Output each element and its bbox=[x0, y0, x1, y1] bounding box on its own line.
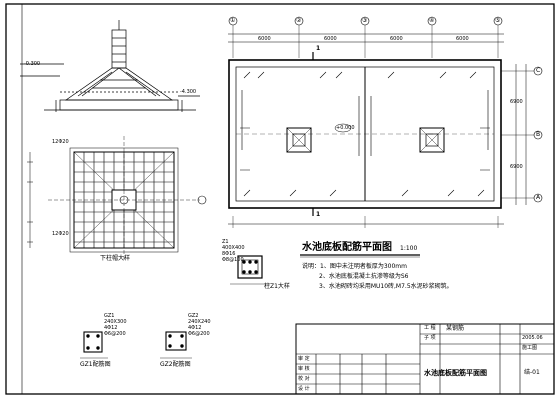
axis-label-1: ① bbox=[230, 17, 236, 24]
gz-details bbox=[80, 331, 192, 359]
dim-right-1: 6900 bbox=[510, 99, 523, 105]
section-mark-top: 1 bbox=[316, 45, 321, 52]
tb-row-2: 审 核 bbox=[298, 366, 310, 372]
tb-project-name: 某钢筋 bbox=[446, 325, 465, 332]
note-1: 说明：1、图中未注明者板厚为300mm bbox=[302, 263, 407, 270]
axis-label-5: ⑤ bbox=[495, 17, 501, 24]
gz1-title: GZ1配筋图 bbox=[80, 361, 111, 368]
tb-sheet-no: 结-01 bbox=[524, 369, 540, 376]
axis-label-a: A bbox=[536, 194, 541, 201]
pier-detail-title: 下柱帽大样 bbox=[100, 255, 131, 262]
elev-label-3: 12Φ20 bbox=[52, 139, 69, 145]
dim-top-2: 6000 bbox=[324, 36, 337, 42]
plan-title: 水池底板配筋平面图 bbox=[302, 242, 392, 253]
gz2-line-1: GZ2 bbox=[188, 313, 199, 319]
tb-row-4: 设 计 bbox=[298, 386, 310, 392]
axis-label-c: C bbox=[536, 67, 541, 74]
pier-elevation bbox=[20, 20, 200, 112]
plan-scale: 1:100 bbox=[400, 245, 418, 252]
tb-row-1: 审 定 bbox=[298, 356, 310, 362]
tb-project-label: 工 程 bbox=[424, 325, 436, 331]
tb-row-3: 校 对 bbox=[298, 376, 310, 382]
note-2: 2、水池底板混凝土抗渗等级为S6 bbox=[319, 273, 409, 280]
pier-plan-mesh bbox=[48, 136, 207, 262]
gz1-line-1: GZ1 bbox=[104, 313, 115, 319]
pool-slab-plan bbox=[228, 16, 543, 258]
gz2-line-2: 240X240 bbox=[188, 319, 211, 325]
column-z1-line-3: 8Φ16 bbox=[222, 251, 236, 257]
column-z1-detail bbox=[230, 255, 270, 285]
tb-stage: 施工图 bbox=[522, 345, 538, 351]
title-block bbox=[295, 323, 555, 395]
note-3: 3、水池砌砖均采用MU10砖,M7.5水泥砂浆砌筑。 bbox=[319, 283, 453, 290]
tb-drawing-name: 水池底板配筋平面图 bbox=[424, 369, 487, 377]
center-label: +0.000 bbox=[336, 125, 355, 131]
gz2-line-3: 4Φ12 bbox=[188, 325, 202, 331]
axis-label-2: ② bbox=[296, 17, 302, 24]
gz1-line-4: Φ6@200 bbox=[104, 331, 126, 337]
tb-sub-label: 子 项 bbox=[424, 335, 436, 341]
dim-top-3: 6000 bbox=[390, 36, 403, 42]
gz1-line-3: 4Φ12 bbox=[104, 325, 118, 331]
left-dimension-marks bbox=[27, 152, 33, 248]
column-z1-line-1: Z1 bbox=[222, 239, 229, 245]
gz1-line-2: 240X300 bbox=[104, 319, 127, 325]
column-z1-line-4: Φ8@100 bbox=[222, 257, 244, 263]
axis-label-4: ④ bbox=[429, 17, 435, 24]
dim-top-4: 6000 bbox=[456, 36, 469, 42]
axis-label-b: B bbox=[536, 131, 541, 138]
tb-date: 2005.06 bbox=[522, 335, 543, 341]
elev-label-2: -4.300 bbox=[180, 89, 197, 95]
dim-right-2: 6900 bbox=[510, 164, 523, 170]
column-z1-line-2: 400X400 bbox=[222, 245, 245, 251]
elev-label-4: 12Φ20 bbox=[52, 231, 69, 237]
sheet-frame bbox=[5, 3, 555, 395]
dim-top-1: 6000 bbox=[258, 36, 271, 42]
gz2-title: GZ2配筋图 bbox=[160, 361, 191, 368]
column-z1-title: 柱Z1大样 bbox=[264, 283, 290, 290]
elev-label-1: -0.300 bbox=[24, 61, 41, 67]
axis-label-3: ③ bbox=[362, 17, 368, 24]
gz2-line-4: Φ6@200 bbox=[188, 331, 210, 337]
section-mark-bottom: 1 bbox=[316, 211, 321, 218]
